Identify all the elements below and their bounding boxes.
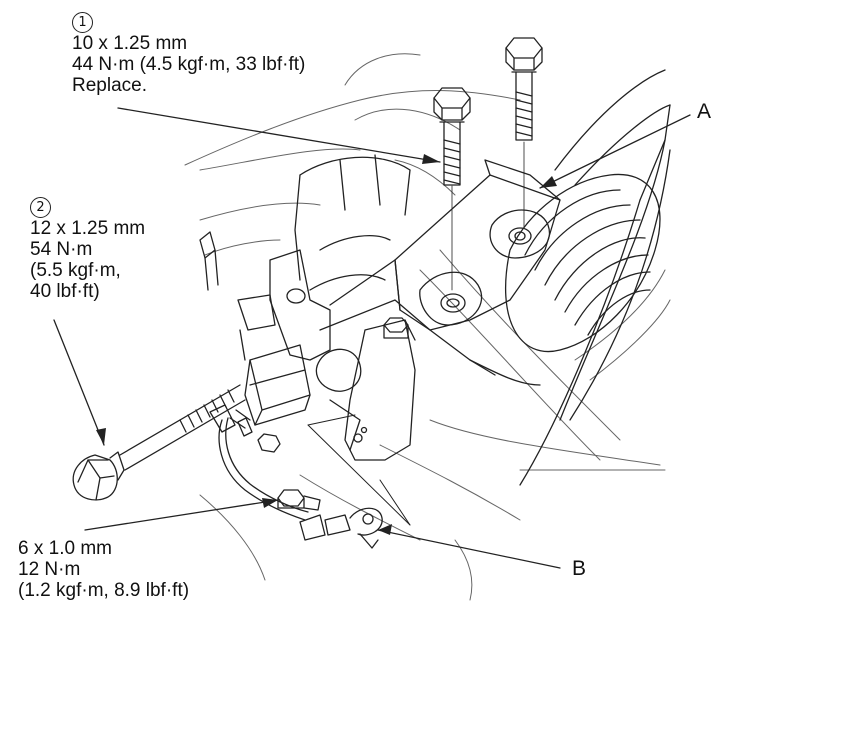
bolt-2 bbox=[505, 37, 543, 229]
mount-bracket bbox=[319, 159, 561, 386]
small-bolt-lower bbox=[277, 489, 321, 511]
leader-lines bbox=[53, 107, 691, 569]
pulley-wheel bbox=[505, 173, 661, 353]
lower-bracket bbox=[269, 249, 416, 461]
callout-1-number: 1 bbox=[72, 12, 93, 33]
engine-upper-left bbox=[294, 154, 411, 291]
callout-3-size: 6 x 1.0 mm bbox=[18, 538, 112, 559]
callout-2-torque-line3: 40 lbf·ft) bbox=[30, 281, 100, 302]
callout-2: 2 12 x 1.25 mm 54 N·m (5.5 kgf·m, 40 lbf… bbox=[30, 195, 145, 302]
label-a: A bbox=[697, 100, 712, 123]
arrowheads bbox=[96, 154, 557, 535]
callout-1-torque: 44 N·m (4.5 kgf·m, 33 lbf·ft) bbox=[72, 54, 306, 75]
ground-cable bbox=[209, 404, 383, 549]
harness-clip bbox=[199, 231, 219, 291]
through-bolt bbox=[72, 384, 246, 501]
label-b: B bbox=[572, 557, 587, 580]
callout-1-note: Replace. bbox=[72, 75, 147, 96]
callout-1: 1 10 x 1.25 mm 44 N·m (4.5 kgf·m, 33 lbf… bbox=[72, 10, 305, 96]
small-bolt-top bbox=[257, 317, 409, 453]
callout-2-torque-line2: (5.5 kgf·m, bbox=[30, 260, 121, 281]
engine-background-lines bbox=[184, 53, 671, 601]
callout-3-torque-line1: 12 N·m bbox=[18, 559, 81, 580]
callout-3-torque-line2: (1.2 kgf·m, 8.9 lbf·ft) bbox=[18, 580, 190, 601]
guide-lines bbox=[307, 414, 411, 526]
callout-2-number: 2 bbox=[30, 197, 51, 218]
callout-2-torque-line1: 54 N·m bbox=[30, 239, 93, 260]
engine-cover-right bbox=[519, 69, 671, 486]
callout-1-size: 10 x 1.25 mm bbox=[72, 33, 188, 54]
callout-3: 6 x 1.0 mm 12 N·m (1.2 kgf·m, 8.9 lbf·ft… bbox=[18, 538, 189, 601]
bolt-1 bbox=[433, 87, 471, 291]
rubber-mount bbox=[237, 294, 311, 426]
callout-2-size: 12 x 1.25 mm bbox=[30, 218, 146, 239]
